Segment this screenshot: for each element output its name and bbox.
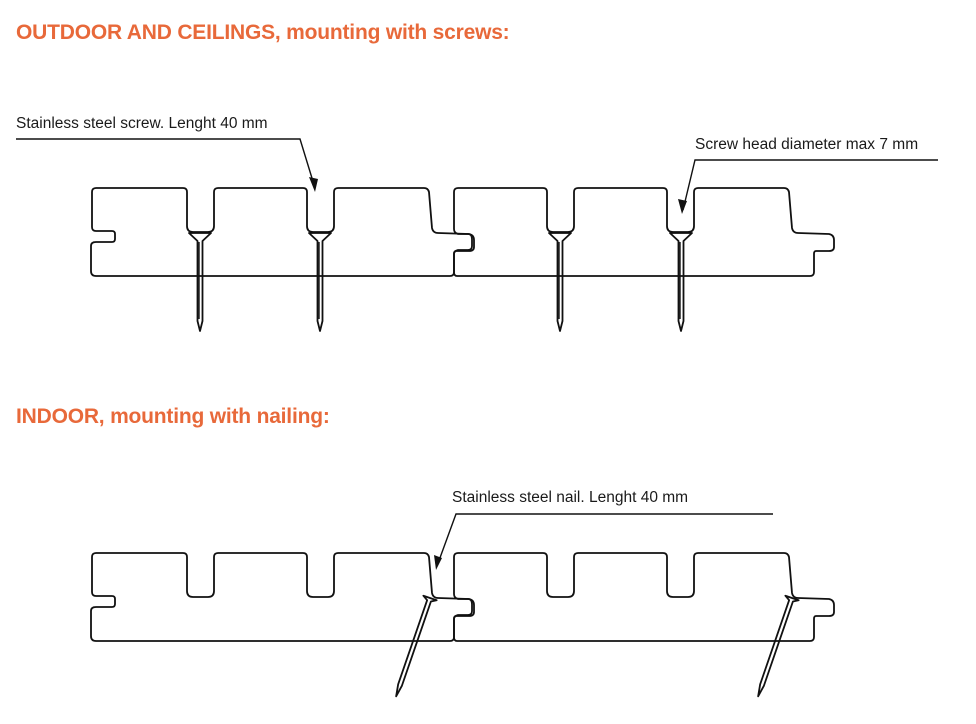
nail-1 [388, 594, 438, 700]
outdoor-screws [188, 232, 693, 332]
screw-4 [669, 232, 693, 332]
screw-head-leader [678, 159, 938, 214]
indoor-heading: INDOOR, mounting with nailing: [16, 405, 330, 428]
nail-leader [434, 513, 773, 570]
screw-2 [308, 232, 332, 332]
indoor-nails [388, 594, 800, 700]
indoor-boards [90, 552, 835, 642]
screw-leader [16, 138, 318, 192]
screw-1 [188, 232, 212, 332]
screw-label: Stainless steel screw. Lenght 40 mm [16, 115, 268, 132]
screw-3 [548, 232, 572, 332]
nail-label: Stainless steel nail. Lenght 40 mm [452, 489, 689, 506]
screw-head-label: Screw head diameter max 7 mm [695, 136, 919, 153]
outdoor-heading: OUTDOOR AND CEILINGS, mounting with scre… [16, 21, 510, 44]
nail-2 [750, 594, 800, 700]
